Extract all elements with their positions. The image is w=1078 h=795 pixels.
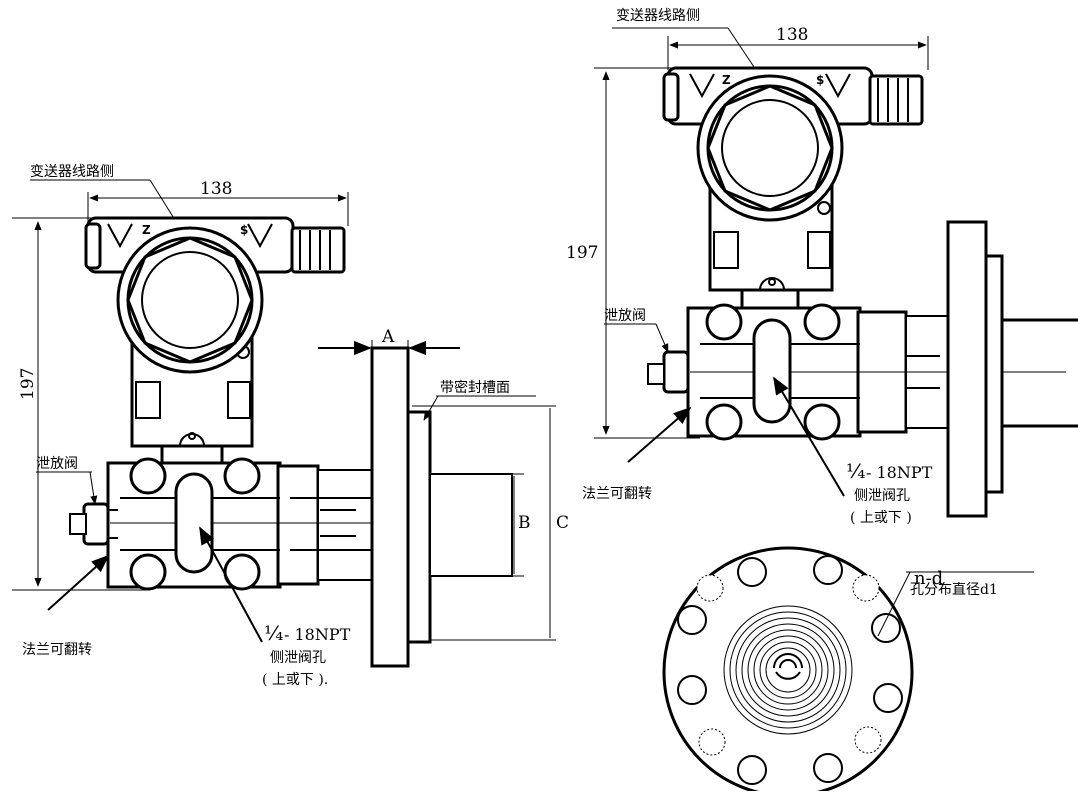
left-npt-text: - 18NPT <box>284 625 351 644</box>
flange-face-view: n-d 孔分布直径d1 <box>662 546 1034 795</box>
left-side-flange <box>370 346 513 668</box>
right-height-value: 197 <box>566 243 598 263</box>
left-flange-rotatable-label: 法兰可翻转 <box>22 642 92 658</box>
right-vent-valve-label: 泄放阀 <box>604 308 646 324</box>
left-process-flange <box>69 457 490 591</box>
right-circuit-side-label: 变送器线路侧 <box>616 8 700 24</box>
dimension-c: C <box>412 405 569 641</box>
right-up-or-down-label: ( 上或下 ) <box>850 510 912 526</box>
left-electronics-housing: Z $ <box>84 216 346 466</box>
left-npt-fraction: ¼ <box>264 621 283 645</box>
svg-text:$: $ <box>240 223 248 237</box>
left-vent-valve-label: 泄放阀 <box>36 456 78 472</box>
dim-c-label: C <box>556 513 569 533</box>
left-height-value: 197 <box>18 368 38 400</box>
dim-a-label: A <box>381 327 395 347</box>
left-circuit-side-label: 变送器线路侧 <box>30 164 114 180</box>
bolt-circle-label: 孔分布直径d1 <box>910 581 998 598</box>
right-electronics-housing: Z $ <box>662 66 924 310</box>
right-flange-rotatable-label: 法兰可翻转 <box>582 486 652 502</box>
right-npt-text: - 18NPT <box>866 463 933 482</box>
dimension-b: B <box>504 473 531 577</box>
right-npt-fraction: ¼ <box>846 459 865 483</box>
dimension-a: A <box>318 327 460 356</box>
svg-text:$: $ <box>816 73 824 87</box>
left-height-dimension: 197 <box>12 217 150 591</box>
left-transmitter-view: 138 变送器线路侧 197 Z $ <box>12 164 569 688</box>
right-transmitter-view: 变送器线路侧 138 197 Z $ <box>566 8 1078 526</box>
left-up-or-down-label: ( 上或下 ). <box>262 672 328 688</box>
left-width-value: 138 <box>200 179 232 199</box>
right-height-dimension: 197 <box>566 67 700 439</box>
left-width-dimension: 138 <box>87 179 349 226</box>
right-width-value: 138 <box>776 25 808 45</box>
dim-b-label: B <box>518 513 531 533</box>
svg-text:Z: Z <box>142 223 151 237</box>
n-d-label: n-d <box>914 568 943 589</box>
right-side-vent-hole-label: 侧泄阀孔 <box>854 488 910 504</box>
seal-groove-label: 带密封槽面 <box>440 379 510 396</box>
svg-text:Z: Z <box>722 73 731 87</box>
right-side-flange <box>946 220 1078 518</box>
right-width-dimension: 138 <box>667 25 929 70</box>
left-side-vent-hole-label: 侧泄阀孔 <box>270 650 326 666</box>
